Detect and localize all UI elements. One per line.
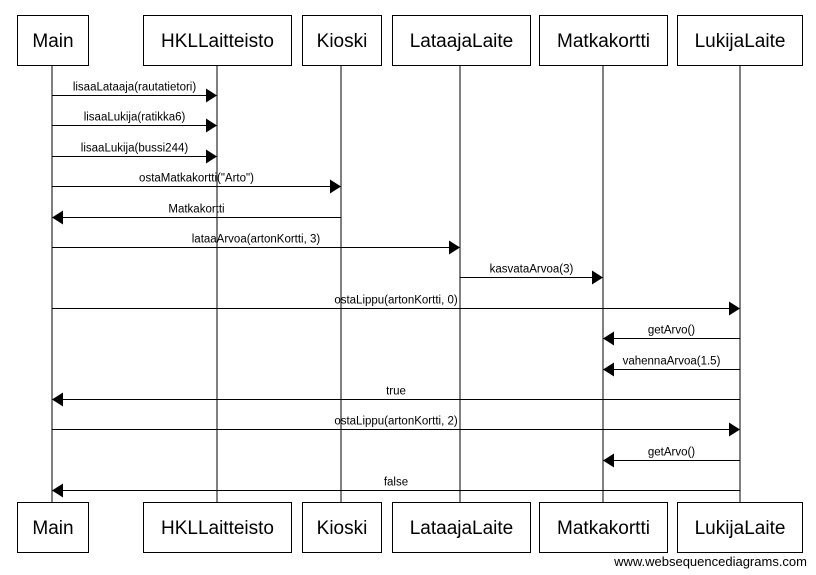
message-6: kasvataArvoa(3)	[460, 264, 603, 285]
participant-box	[539, 502, 668, 553]
participant-box	[143, 15, 292, 66]
message-label: true	[386, 386, 406, 398]
participant-box	[677, 502, 803, 553]
message-label: ostaMatkakortti("Arto")	[139, 173, 254, 185]
participant-box	[17, 15, 89, 66]
participant-label: Kioski	[317, 31, 368, 52]
participant-label: HKLLaitteisto	[161, 31, 274, 52]
participant-box	[302, 502, 382, 553]
arrowhead-icon	[592, 270, 603, 285]
message-2: lisaaLukija(bussi244)	[52, 143, 217, 164]
participant-label: Kioski	[317, 518, 368, 539]
participant-box	[392, 15, 531, 66]
participant-box	[392, 502, 531, 553]
message-label: lataaArvoa(artonKortti, 3)	[192, 234, 321, 246]
participant-label: Main	[32, 31, 73, 52]
message-label: false	[384, 477, 408, 489]
message-label: getArvo()	[648, 325, 695, 337]
participant-label: LataajaLaite	[410, 518, 514, 539]
message-12: getArvo()	[603, 447, 740, 468]
message-label: getArvo()	[648, 447, 695, 459]
participant-kioski-bottom: Kioski	[302, 502, 382, 553]
message-9: vahennaArvoa(1.5)	[603, 356, 740, 377]
arrowhead-icon	[206, 88, 217, 103]
participant-box	[677, 15, 803, 66]
participant-label: LukijaLaite	[695, 31, 786, 52]
participant-main-top: Main	[17, 15, 89, 66]
arrowhead-icon	[729, 301, 740, 316]
message-4: Matkakortti	[52, 204, 341, 225]
arrowhead-icon	[206, 118, 217, 133]
message-1: lisaaLukija(ratikka6)	[52, 112, 217, 133]
participant-main-bottom: Main	[17, 502, 89, 553]
arrowhead-icon	[206, 149, 217, 164]
participant-label: LataajaLaite	[410, 31, 514, 52]
participant-box	[143, 502, 292, 553]
arrowhead-icon	[449, 240, 460, 255]
participant-kioski-top: Kioski	[302, 15, 382, 66]
participant-lataajalaite-bottom: LataajaLaite	[392, 502, 531, 553]
message-0: lisaaLataaja(rautatietori)	[52, 82, 217, 103]
participant-matkakortti-top: Matkakortti	[539, 15, 668, 66]
participant-box	[302, 15, 382, 66]
message-label: vahennaArvoa(1.5)	[623, 356, 721, 368]
message-label: kasvataArvoa(3)	[490, 264, 574, 276]
message-7: ostaLippu(artonKortti, 0)	[52, 295, 740, 316]
participant-matkakortti-bottom: Matkakortti	[539, 502, 668, 553]
message-8: getArvo()	[603, 325, 740, 346]
arrowhead-icon	[52, 210, 63, 225]
participant-box	[17, 502, 89, 553]
participant-hkllaitteisto-top: HKLLaitteisto	[143, 15, 292, 66]
participant-label: Matkakortti	[557, 31, 650, 52]
message-label: lisaaLukija(ratikka6)	[84, 112, 186, 124]
participant-lukijalaite-top: LukijaLaite	[677, 15, 803, 66]
arrowhead-icon	[729, 422, 740, 437]
message-11: ostaLippu(artonKortti, 2)	[52, 416, 740, 437]
arrowhead-icon	[603, 362, 614, 377]
message-label: lisaaLataaja(rautatietori)	[73, 82, 197, 94]
message-10: true	[52, 386, 740, 407]
watermark-text: www.websequencediagrams.com	[614, 554, 807, 569]
arrowhead-icon	[603, 453, 614, 468]
participant-label: Matkakortti	[557, 518, 650, 539]
arrowhead-icon	[603, 331, 614, 346]
message-13: false	[52, 477, 740, 498]
message-label: ostaLippu(artonKortti, 2)	[334, 416, 458, 428]
participant-hkllaitteisto-bottom: HKLLaitteisto	[143, 502, 292, 553]
participant-box	[539, 15, 668, 66]
participant-lataajalaite-top: LataajaLaite	[392, 15, 531, 66]
message-label: ostaLippu(artonKortti, 0)	[334, 295, 458, 307]
participant-label: Main	[32, 518, 73, 539]
participant-lukijalaite-bottom: LukijaLaite	[677, 502, 803, 553]
arrowhead-icon	[52, 483, 63, 498]
message-3: ostaMatkakortti("Arto")	[52, 173, 341, 194]
arrowhead-icon	[52, 392, 63, 407]
arrowhead-icon	[330, 179, 341, 194]
participant-label: LukijaLaite	[695, 518, 786, 539]
message-label: lisaaLukija(bussi244)	[81, 143, 189, 155]
message-5: lataaArvoa(artonKortti, 3)	[52, 234, 460, 255]
participant-label: HKLLaitteisto	[161, 518, 274, 539]
message-label: Matkakortti	[168, 204, 224, 216]
